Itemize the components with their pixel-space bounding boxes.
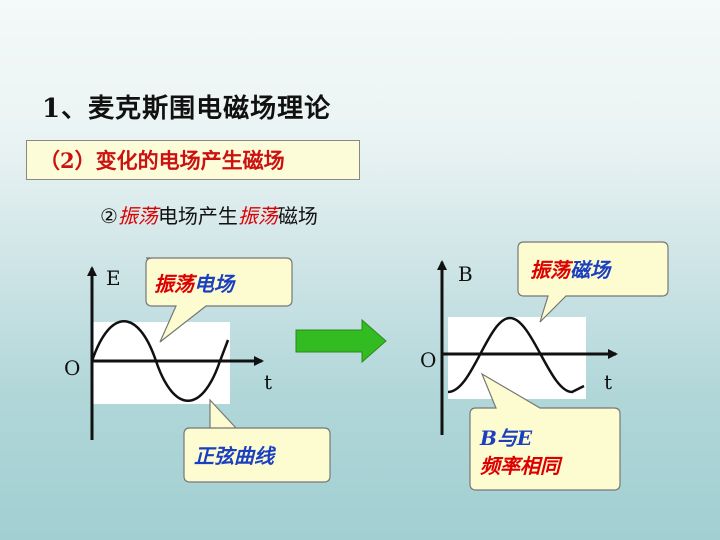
left-sine-curve bbox=[90, 320, 230, 402]
circled-number-2: ② bbox=[100, 204, 118, 228]
left-plot-background bbox=[92, 322, 230, 404]
right-callout-word-oscillating: 振荡 bbox=[530, 258, 570, 282]
left-callout-word-electric-field: 电场 bbox=[194, 272, 234, 296]
statement-word-electric-field-produces: 电场产生 bbox=[157, 204, 238, 228]
statement-word-oscillating-2: 振荡 bbox=[237, 204, 278, 228]
right-callout-label: 振荡磁场 bbox=[530, 254, 610, 283]
right-bottom-callout bbox=[469, 372, 621, 491]
statement-word-magnetic-field: 磁场 bbox=[277, 204, 318, 228]
left-callout-word-oscillating: 振荡 bbox=[154, 272, 194, 296]
statement-word-oscillating-1: 振荡 bbox=[117, 204, 158, 228]
left-bottom-callout bbox=[183, 398, 331, 483]
left-top-callout bbox=[145, 257, 293, 343]
sine-curve-note: 正弦曲线 bbox=[194, 444, 274, 468]
right-arrow-icon bbox=[295, 318, 387, 364]
right-top-callout bbox=[517, 241, 669, 323]
right-sine-curve bbox=[447, 316, 585, 394]
statement-line: ②振荡电场产生振荡磁场 bbox=[100, 200, 318, 229]
subtitle-box: （2）变化的电场产生磁场 bbox=[26, 140, 360, 180]
right-plot-background bbox=[448, 317, 586, 399]
subtitle-text: （2）变化的电场产生磁场 bbox=[39, 148, 285, 173]
left-x-axis-label: t bbox=[264, 370, 273, 394]
right-origin-label: O bbox=[420, 348, 437, 372]
left-origin-label: O bbox=[64, 356, 81, 380]
left-callout-label: 振荡电场 bbox=[154, 268, 234, 297]
slide-heading: 1、麦克斯围电磁场理论 bbox=[42, 94, 332, 124]
b-and-e-note: B与E bbox=[480, 426, 533, 450]
left-y-axis-label: E bbox=[106, 266, 121, 290]
same-frequency-note: 频率相同 bbox=[480, 454, 560, 478]
right-y-axis-label: B bbox=[458, 262, 473, 286]
right-x-axis-label: t bbox=[604, 370, 613, 394]
right-callout-word-magnetic-field: 磁场 bbox=[570, 258, 610, 282]
